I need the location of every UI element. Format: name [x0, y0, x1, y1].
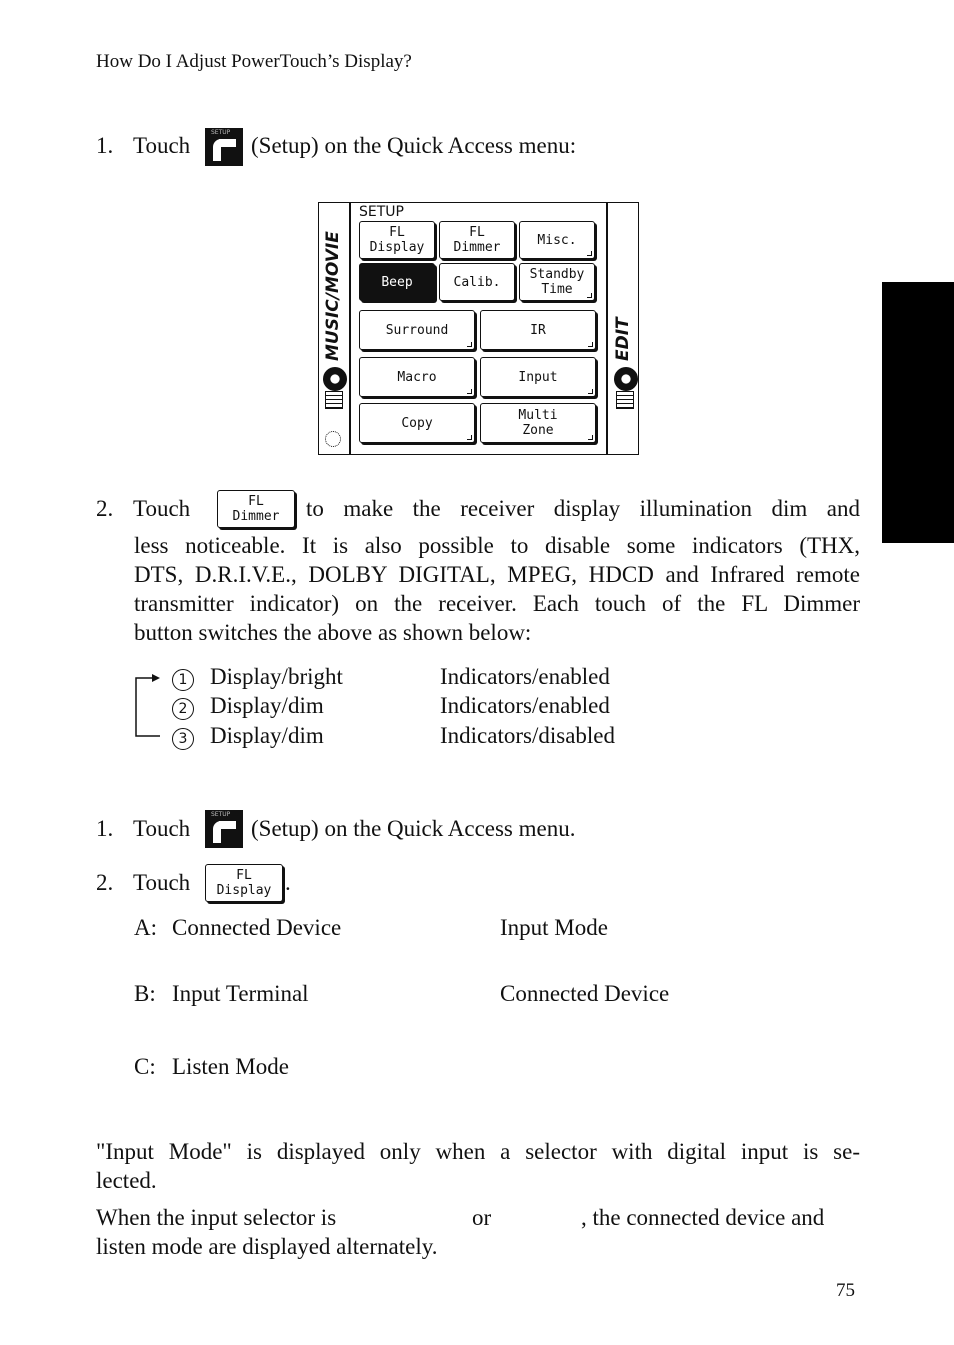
step-2-line-2: less noticeable. It is also possible to …	[134, 533, 860, 558]
edit-label: EDIT	[613, 317, 633, 361]
beep-button[interactable]: Beep	[359, 263, 435, 301]
setup-panel: MUSIC/MOVIE EDIT SETUP FL Display FL Dim…	[318, 202, 639, 455]
fl-display-inline-button[interactable]: FL Display	[205, 864, 283, 902]
note-2-part-a: When the input selector is	[96, 1205, 337, 1230]
option-b-right: Connected Device	[500, 981, 670, 1006]
edit-icon	[614, 367, 638, 391]
s2-step-1-touch: Touch	[133, 816, 191, 841]
step-1-touch: Touch	[133, 133, 191, 158]
step-2-touch: Touch	[133, 496, 191, 521]
surround-button[interactable]: Surround	[359, 310, 475, 350]
option-c-left: Listen Mode	[172, 1054, 289, 1079]
note-1-line-1: "Input Mode" is displayed only when a se…	[96, 1139, 860, 1164]
option-a-left: Connected Device	[172, 915, 342, 940]
cycle-row-1-display: Display/bright	[210, 664, 343, 689]
s2-step-2-touch: Touch	[133, 870, 191, 895]
step-2-line-4: transmitter indicator) on the receiver. …	[134, 591, 860, 616]
running-header: How Do I Adjust PowerTouch’s Display?	[96, 51, 412, 72]
fl-display-button[interactable]: FL Display	[359, 221, 435, 259]
fl-dimmer-inline-button[interactable]: FL Dimmer	[217, 490, 295, 528]
cycle-row-1-indicators: Indicators/enabled	[440, 664, 610, 689]
copy-button[interactable]: Copy	[359, 403, 475, 443]
step-2-line-5: button switches the above as shown below…	[134, 620, 532, 645]
s2-step-2-period: .	[285, 870, 291, 895]
right-divider	[606, 203, 608, 454]
fl-dimmer-button[interactable]: FL Dimmer	[439, 221, 515, 259]
option-b-key: B:	[134, 981, 156, 1006]
music-movie-label: MUSIC/MOVIE	[323, 231, 343, 361]
cycle-row-3-indicators: Indicators/disabled	[440, 723, 616, 748]
misc-button[interactable]: Misc.	[519, 221, 595, 259]
setup-icon-2[interactable]: SETUP	[205, 810, 243, 848]
step-1-text: (Setup) on the Quick Access menu:	[251, 133, 577, 158]
cycle-row-3-display: Display/dim	[210, 723, 324, 748]
left-divider	[349, 203, 351, 454]
cycle-row-2: 2	[172, 693, 194, 720]
ir-button[interactable]: IR	[480, 310, 596, 350]
cycle-row-3: 3	[172, 723, 194, 750]
standby-time-button[interactable]: Standby Time	[519, 263, 595, 301]
step-2-line-1: to make the receiver display illuminatio…	[306, 496, 860, 521]
grid-icon-left	[325, 391, 343, 409]
macro-button[interactable]: Macro	[359, 357, 475, 397]
setup-icon[interactable]: SETUP	[205, 128, 243, 166]
cycle-row-2-indicators: Indicators/enabled	[440, 693, 610, 718]
option-a-right: Input Mode	[500, 915, 608, 940]
step-2-line-3: DTS, D.R.I.V.E., DOLBY DIGITAL, MPEG, HD…	[134, 562, 860, 587]
note-1-line-2: lected.	[96, 1168, 157, 1193]
step-2-number: 2.	[96, 496, 114, 521]
calib-button[interactable]: Calib.	[439, 263, 515, 301]
grid-icon-right	[616, 391, 634, 409]
input-button[interactable]: Input	[480, 357, 596, 397]
s2-step-2-number: 2.	[96, 870, 114, 895]
option-a-key: A:	[134, 915, 157, 940]
music-movie-icon	[323, 367, 347, 391]
multi-zone-button[interactable]: Multi Zone	[480, 403, 596, 443]
s2-step-1-text: (Setup) on the Quick Access menu.	[251, 816, 576, 841]
note-2-line-2: listen mode are displayed alternately.	[96, 1234, 438, 1259]
circle-icon[interactable]	[325, 431, 341, 447]
option-c-key: C:	[134, 1054, 156, 1079]
option-b-left: Input Terminal	[172, 981, 309, 1006]
s2-step-1-number: 1.	[96, 816, 114, 841]
note-2-part-b: , the connected device and	[581, 1205, 825, 1230]
step-1-number: 1.	[96, 133, 114, 158]
cycle-row-1: 1	[172, 664, 194, 691]
cycle-arrow	[135, 674, 160, 737]
note-2-or: or	[472, 1205, 492, 1230]
cycle-row-2-display: Display/dim	[210, 693, 324, 718]
chapter-tab	[882, 282, 954, 543]
page-number: 75	[836, 1280, 855, 1301]
panel-title: SETUP	[359, 204, 404, 220]
